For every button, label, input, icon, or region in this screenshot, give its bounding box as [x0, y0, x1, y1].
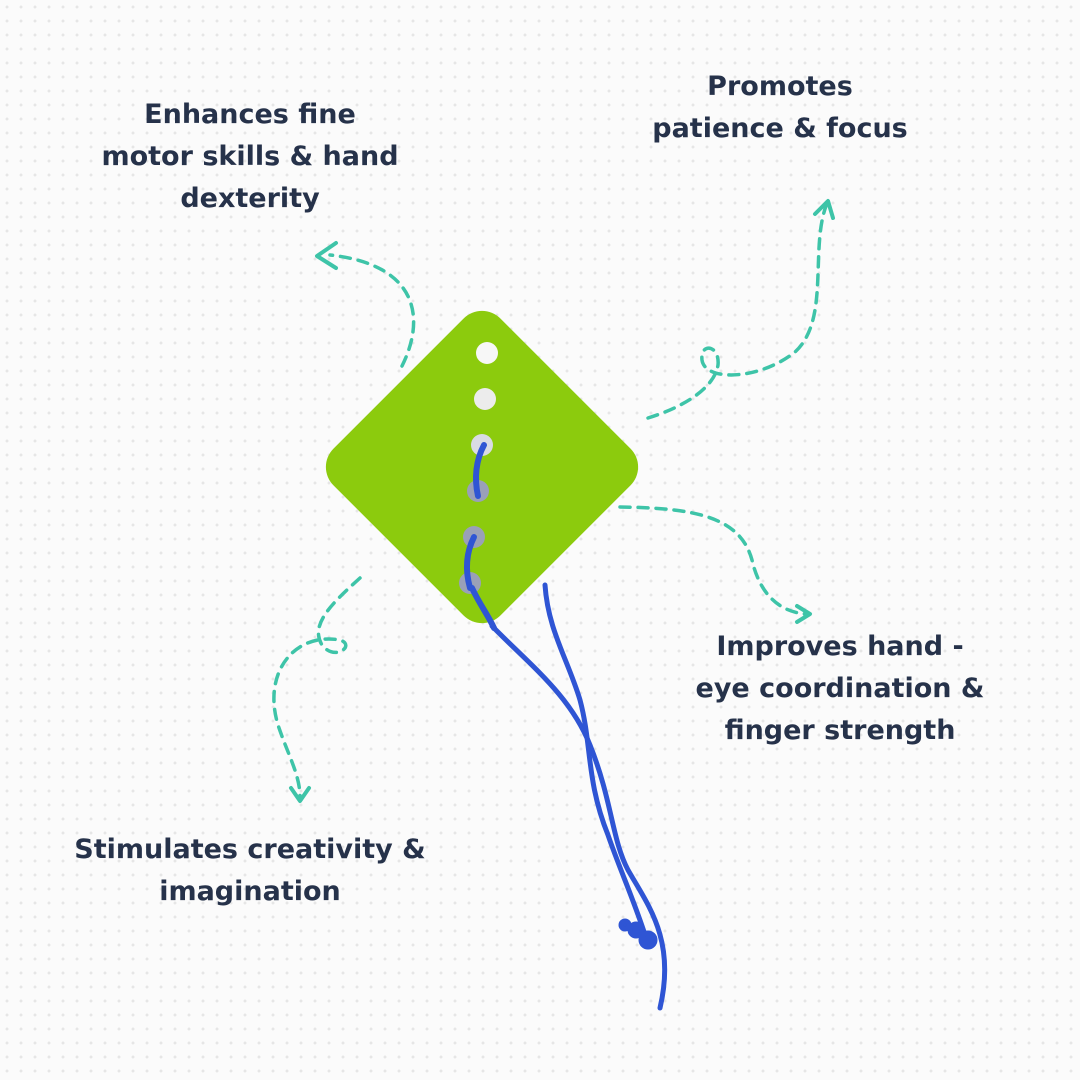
benefit-coordination-line-1: Improves hand -	[716, 631, 964, 662]
benefit-fine-motor: Enhances fine motor skills & hand dexter…	[70, 94, 430, 220]
benefit-patience-line-2: patience & focus	[652, 113, 908, 144]
arrowhead-fine-motor-icon	[315, 241, 338, 270]
arrowhead-patience-icon	[813, 199, 835, 220]
arrowhead-coordination-icon	[795, 604, 812, 624]
benefit-creativity-line-2: imagination	[159, 876, 341, 907]
arrowhead-creativity-icon	[289, 786, 311, 803]
benefit-creativity: Stimulates creativity & imagination	[40, 829, 460, 913]
card-hole-row	[459, 342, 498, 594]
arrow-to-fine-motor	[328, 253, 416, 368]
benefit-coordination-line-3: finger strength	[724, 715, 956, 746]
benefit-fine-motor-line-1: Enhances fine	[144, 99, 356, 130]
benefit-patience-line-1: Promotes	[707, 71, 853, 102]
shoelace-icon	[489, 582, 668, 1011]
arrow-to-coordination	[618, 505, 808, 616]
benefit-creativity-line-1: Stimulates creativity &	[74, 834, 426, 865]
arrow-to-patience	[646, 204, 828, 420]
arrow-to-creativity	[272, 576, 362, 799]
lacing-card-icon	[325, 310, 639, 624]
threaded-lace	[463, 442, 497, 631]
benefit-coordination: Improves hand - eye coordination & finge…	[660, 626, 1020, 752]
benefit-coordination-line-2: eye coordination &	[695, 673, 985, 704]
benefit-patience: Promotes patience & focus	[610, 66, 950, 150]
benefit-fine-motor-line-3: dexterity	[180, 183, 320, 214]
benefit-fine-motor-line-2: motor skills & hand	[101, 141, 399, 172]
